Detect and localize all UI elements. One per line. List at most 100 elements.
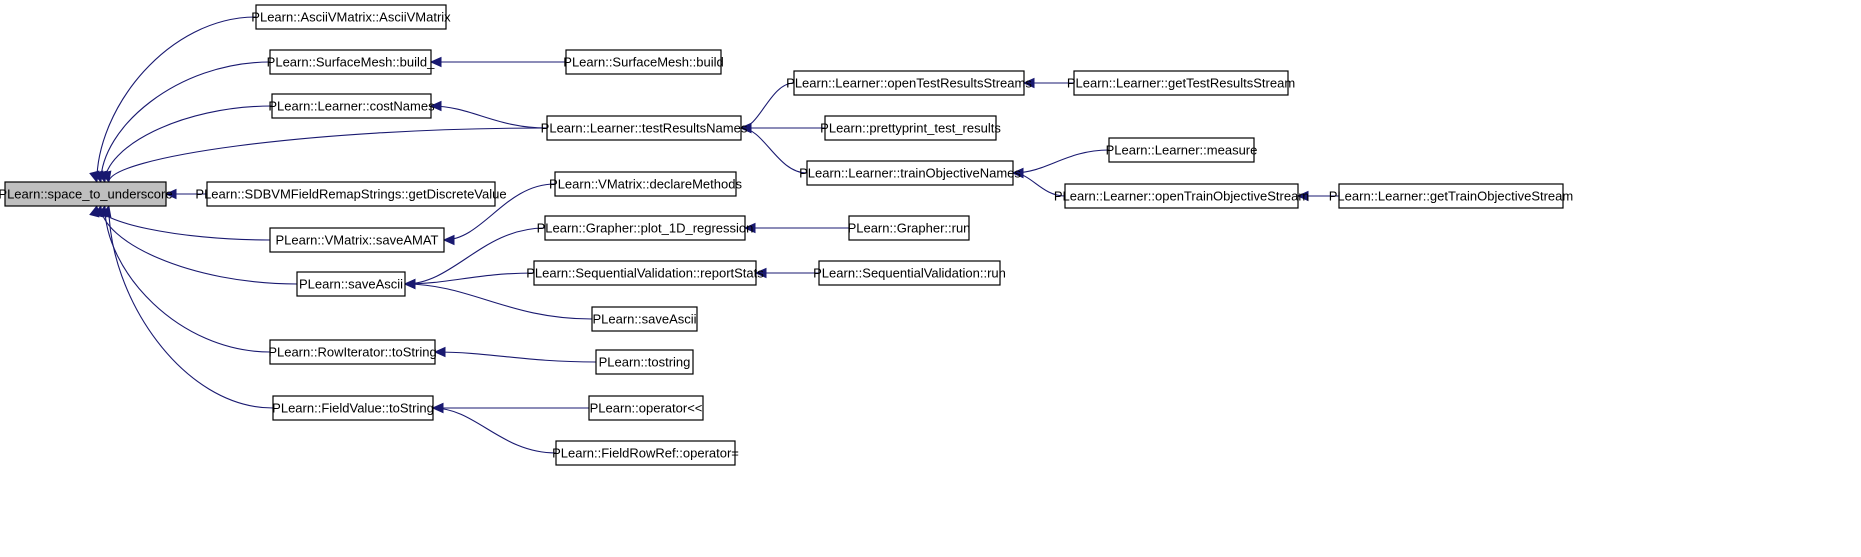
node-sdbvm[interactable]: PLearn::SDBVMFieldRemapStrings::getDiscr… [195,181,507,207]
edge-gettest-to-opentest [1022,77,1074,89]
node-reportstats[interactable]: PLearn::SequentialValidation::reportStat… [526,260,764,286]
node-label: PLearn::saveAscii [592,312,696,327]
node-box [1108,137,1255,163]
node-gettrain[interactable]: PLearn::Learner::getTrainObjectiveStream [1329,183,1573,209]
edge-surfbuild-to-surfbuild_ [429,56,566,68]
node-label: PLearn::operator<< [590,401,703,416]
edge-prettyprint-to-testresnames [739,122,826,134]
node-box [848,215,970,241]
node-surfbuild_[interactable]: PLearn::SurfaceMesh::build_ [267,49,435,75]
node-box [555,440,736,466]
node-declare[interactable]: PLearn::VMatrix::declareMethods [549,171,742,197]
node-box [554,171,737,197]
node-saveascii2[interactable]: PLearn::saveAscii [591,306,698,332]
node-measure[interactable]: PLearn::Learner::measure [1106,137,1258,163]
node-label: PLearn::prettyprint_test_results [820,121,1001,136]
node-label: PLearn::VMatrix::declareMethods [549,177,742,192]
node-costnames[interactable]: PLearn::Learner::costNames [268,93,435,119]
node-label: PLearn::SequentialValidation::run [813,266,1006,281]
node-graphrun[interactable]: PLearn::Grapher::run [848,215,971,241]
edge-testresnames-to-costnames [429,100,548,129]
edge-fieldrowref-to-fieldval [431,402,557,454]
node-label: PLearn::Learner::costNames [268,99,435,114]
node-label: PLearn::tostring [599,355,691,370]
node-fieldrowref[interactable]: PLearn::FieldRowRef::operator= [552,440,739,466]
nodes-layer: PLearn::space_to_underscore PLearn::Ascii… [0,4,1573,466]
node-root[interactable]: PLearn::space_to_underscore [0,181,173,207]
node-rowiter[interactable]: PLearn::RowIterator::toString [268,339,437,365]
edge-saveascii2-to-saveascii [403,278,593,320]
node-box [533,260,757,286]
node-box [1064,183,1299,209]
edge-fieldval-to-root [101,204,274,409]
node-box [271,93,432,119]
node-label: PLearn::AsciiVMatrix::AsciiVMatrix [251,10,451,25]
node-fieldval[interactable]: PLearn::FieldValue::toString [272,395,434,421]
node-label: PLearn::saveAscii [299,277,403,292]
edge-costnames-to-root [97,105,273,184]
edge-tostring-to-rowiter [433,346,597,363]
node-plot1d[interactable]: PLearn::Grapher::plot_1D_regression [537,215,754,241]
edge-trainobj-to-testresnames [739,122,808,174]
node-label: PLearn::RowIterator::toString [268,345,436,360]
node-box [824,115,997,141]
node-box [546,115,742,141]
node-box [272,395,434,421]
node-asciivm[interactable]: PLearn::AsciiVMatrix::AsciiVMatrix [251,4,451,30]
node-box [269,339,436,365]
node-tostring[interactable]: PLearn::tostring [595,349,694,375]
node-label: PLearn::FieldValue::toString [272,401,434,416]
node-box [296,271,406,297]
node-label: PLearn::Learner::trainObjectiveNames [799,166,1021,181]
edge-gettrain-to-opentrain [1296,190,1339,202]
node-saveascii[interactable]: PLearn::saveAscii [296,271,406,297]
node-label: PLearn::SequentialValidation::reportStat… [526,266,764,281]
edge-saveamat-to-root [89,204,271,241]
edge-seqrun-to-reportstats [754,267,819,279]
edge-surfbuild_-to-root [93,61,271,184]
edges-layer [89,16,1339,454]
node-box [591,306,698,332]
node-prettyprint[interactable]: PLearn::prettyprint_test_results [820,115,1001,141]
node-label: PLearn::Learner::openTestResultsStreams [786,76,1032,91]
node-label: PLearn::Learner::measure [1106,143,1258,158]
node-label: PLearn::Learner::getTrainObjectiveStream [1329,189,1573,204]
node-opentrain[interactable]: PLearn::Learner::openTrainObjectiveStrea… [1054,183,1309,209]
node-trainobj[interactable]: PLearn::Learner::trainObjectiveNames [799,160,1021,186]
node-label: PLearn::SurfaceMesh::build_ [267,55,435,70]
node-box [255,4,447,30]
node-box [806,160,1014,186]
node-label: PLearn::Learner::getTestResultsStream [1067,76,1295,91]
node-opentest[interactable]: PLearn::Learner::openTestResultsStreams [786,70,1032,96]
node-box [588,395,704,421]
node-box [793,70,1025,96]
node-box [818,260,1001,286]
node-label: PLearn::FieldRowRef::operator= [552,446,739,461]
edge-opentrain-to-trainobj [1011,167,1066,197]
node-surfbuild[interactable]: PLearn::SurfaceMesh::build [563,49,724,75]
node-saveamat[interactable]: PLearn::VMatrix::saveAMAT [269,227,445,253]
node-label: PLearn::VMatrix::saveAMAT [275,233,438,248]
edge-asciivm-to-root [89,16,257,184]
node-label: PLearn::Learner::testResultsNames [541,121,748,136]
node-seqrun[interactable]: PLearn::SequentialValidation::run [813,260,1006,286]
node-label: PLearn::Grapher::plot_1D_regression [537,221,754,236]
node-box [595,349,694,375]
node-box [206,181,496,207]
node-label: PLearn::SDBVMFieldRemapStrings::getDiscr… [195,187,506,202]
edge-rowiter-to-root [97,204,271,353]
node-box [269,49,432,75]
edge-testresnames-to-root [101,127,548,184]
node-testresnames[interactable]: PLearn::Learner::testResultsNames [541,115,748,141]
edge-declare-to-saveamat [442,183,556,246]
node-box [269,227,445,253]
node-gettest[interactable]: PLearn::Learner::getTestResultsStream [1067,70,1295,96]
node-label: PLearn::Learner::openTrainObjectiveStrea… [1054,189,1309,204]
node-oplt[interactable]: PLearn::operator<< [588,395,704,421]
edge-saveascii-to-root [93,204,298,285]
node-box [565,49,722,75]
node-label: PLearn::space_to_underscore [0,187,173,202]
edge-measure-to-trainobj [1011,149,1110,179]
node-box [1338,183,1564,209]
edge-oplt-to-fieldval [431,402,589,414]
